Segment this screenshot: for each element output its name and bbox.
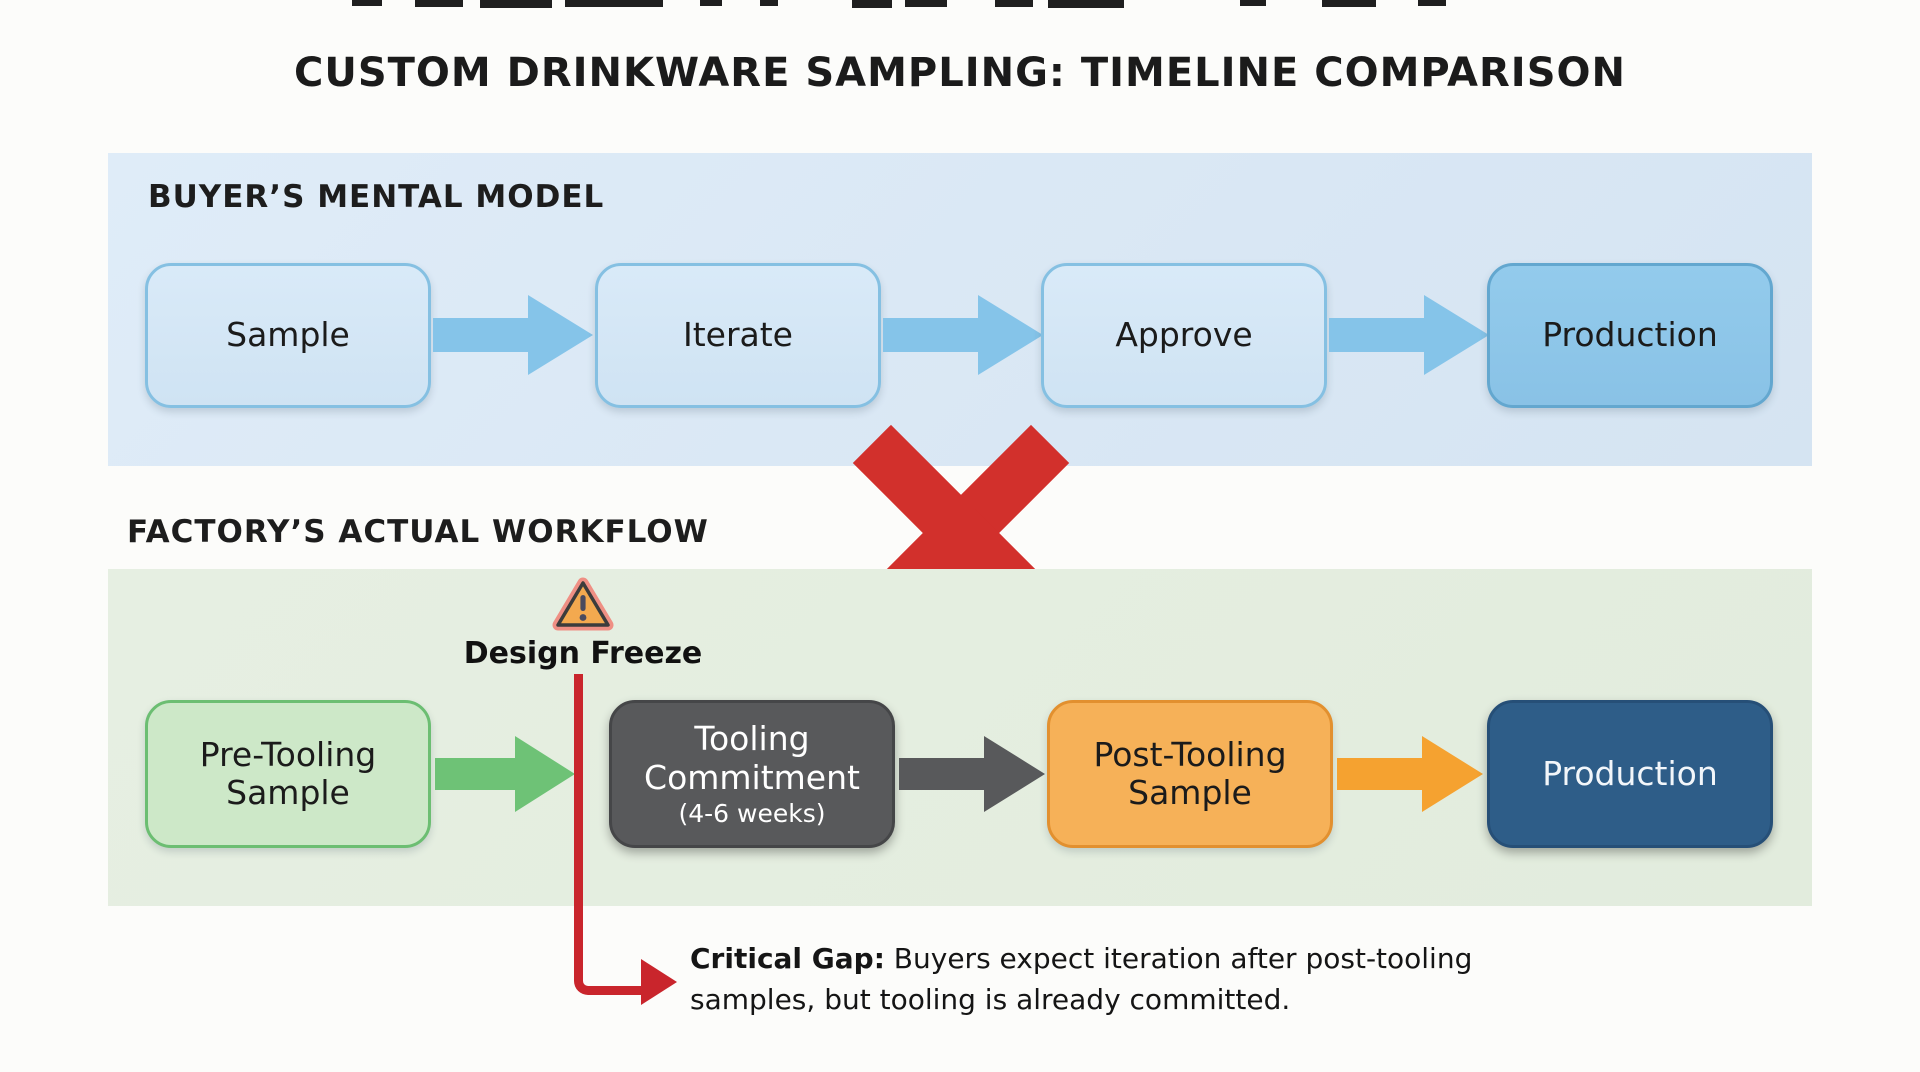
flow-node-sublabel: (4-6 weeks) (678, 798, 826, 828)
design-freeze-connector-line (574, 674, 653, 995)
flow-node-production-factory: Production (1487, 700, 1773, 848)
red-arrowhead-icon (641, 959, 677, 1005)
flow-node-approve: Approve (1041, 263, 1327, 408)
block-arrow-icon (435, 736, 575, 812)
page-title: CUSTOM DRINKWARE SAMPLING: TIMELINE COMP… (294, 50, 1626, 96)
critical-gap-lead: Critical Gap: (690, 942, 885, 975)
flow-node-tooling-commitment: Tooling Commitment (4-6 weeks) (609, 700, 895, 848)
factory-workflow-section: Pre-Tooling Sample Tooling Commitment (4… (108, 569, 1812, 906)
block-arrow-icon (883, 295, 1043, 375)
design-freeze-marker: Design Freeze (433, 576, 733, 671)
block-arrow-icon (1329, 295, 1489, 375)
buyer-section-label: BUYER’S MENTAL MODEL (148, 179, 605, 215)
block-arrow-icon (433, 295, 593, 375)
buyer-mental-model-section: BUYER’S MENTAL MODEL Sample Iterate Appr… (108, 153, 1812, 466)
flow-node-label: Production (1542, 753, 1718, 793)
flow-node-production-buyer: Production (1487, 263, 1773, 408)
block-arrow-icon (899, 736, 1045, 812)
flow-node-post-tooling-sample: Post-Tooling Sample (1047, 700, 1333, 848)
flow-node-label: Iterate (682, 315, 793, 355)
flow-node-iterate: Iterate (595, 263, 881, 408)
flow-node-label: Approve (1115, 315, 1253, 355)
warning-triangle-icon (552, 577, 614, 631)
block-arrow-icon (1337, 736, 1483, 812)
critical-gap-text: samples, but tooling is already committe… (690, 983, 1291, 1017)
flow-node-label: Commitment (644, 757, 860, 797)
design-freeze-label: Design Freeze (463, 636, 703, 671)
flow-node-sample: Sample (145, 263, 431, 408)
flow-node-label: Production (1542, 315, 1718, 355)
flow-node-label: Pre-Tooling (199, 734, 377, 774)
flow-node-label: Sample (226, 773, 350, 812)
flow-node-label: Sample (1128, 773, 1252, 812)
flow-node-label: Tooling (694, 719, 810, 759)
factory-section-label: FACTORY’S ACTUAL WORKFLOW (127, 514, 709, 550)
critical-gap-note: Critical Gap: Buyers expect iteration af… (690, 938, 1650, 1021)
critical-gap-text: Buyers expect iteration after post-tooli… (884, 942, 1473, 975)
flow-node-pre-tooling-sample: Pre-Tooling Sample (145, 700, 431, 848)
flow-node-label: Sample (226, 315, 350, 355)
flow-node-label: Post-Tooling (1093, 734, 1287, 774)
